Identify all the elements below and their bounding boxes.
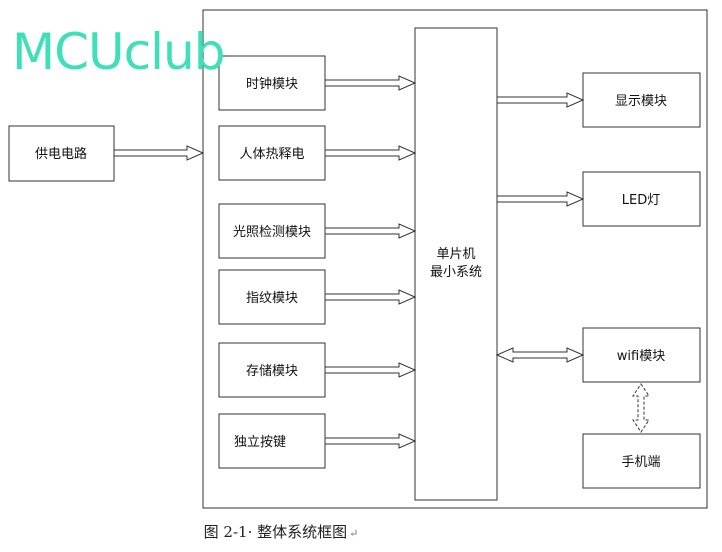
arrow-fingerprint-to-mcu (324, 289, 417, 305)
display-block (582, 72, 701, 128)
clock-block (218, 55, 326, 111)
arrow-clock-to-mcu (324, 75, 417, 91)
clock-label: 时钟模块 (246, 76, 298, 92)
keys-block (218, 413, 326, 469)
arrow-mcu-to-display (496, 92, 585, 108)
wifi-block (582, 327, 701, 383)
figure-caption: 图 2-1· 整体系统框图↵ (0, 521, 722, 542)
arrow-keys-to-mcu (324, 433, 417, 449)
fingerprint-label: 指纹模块 (246, 291, 298, 306)
keys-label: 独立按键 (234, 435, 286, 450)
arrow-wifi-phone (632, 383, 650, 433)
phone-label: 手机端 (621, 455, 660, 470)
system-frame (202, 9, 708, 509)
paragraph-mark: ↵ (349, 527, 359, 540)
wifi-label: wifi模块 (617, 349, 665, 364)
led-block (582, 171, 701, 227)
power-block (8, 125, 115, 182)
arrow-light-to-mcu (324, 223, 417, 239)
led-label: LED灯 (622, 193, 660, 208)
display-label: 显示模块 (615, 94, 667, 109)
fingerprint-block (218, 269, 326, 325)
mcu-label-line1: 单片机 (436, 247, 475, 262)
storage-label: 存储模块 (246, 364, 298, 379)
storage-block (218, 342, 326, 398)
connection-arrows (113, 75, 585, 449)
arrow-storage-to-mcu (324, 362, 417, 378)
arrow-power-to-pir (113, 145, 205, 161)
caption-text: 图 2-1· 整体系统框图 (203, 523, 348, 541)
mcu-block (414, 27, 498, 501)
power-label: 供电电路 (35, 146, 87, 162)
arrow-mcu-wifi (495, 347, 585, 363)
mcu-label-line2: 最小系统 (430, 265, 482, 280)
phone-block (582, 433, 701, 489)
light-block (218, 203, 326, 259)
mcuclub-watermark: MCUclub (12, 23, 225, 81)
pir-label: 人体热释电 (239, 147, 304, 162)
arrow-pir-to-mcu (324, 145, 417, 161)
light-label: 光照检测模块 (233, 225, 311, 240)
arrow-mcu-to-led (496, 191, 585, 207)
